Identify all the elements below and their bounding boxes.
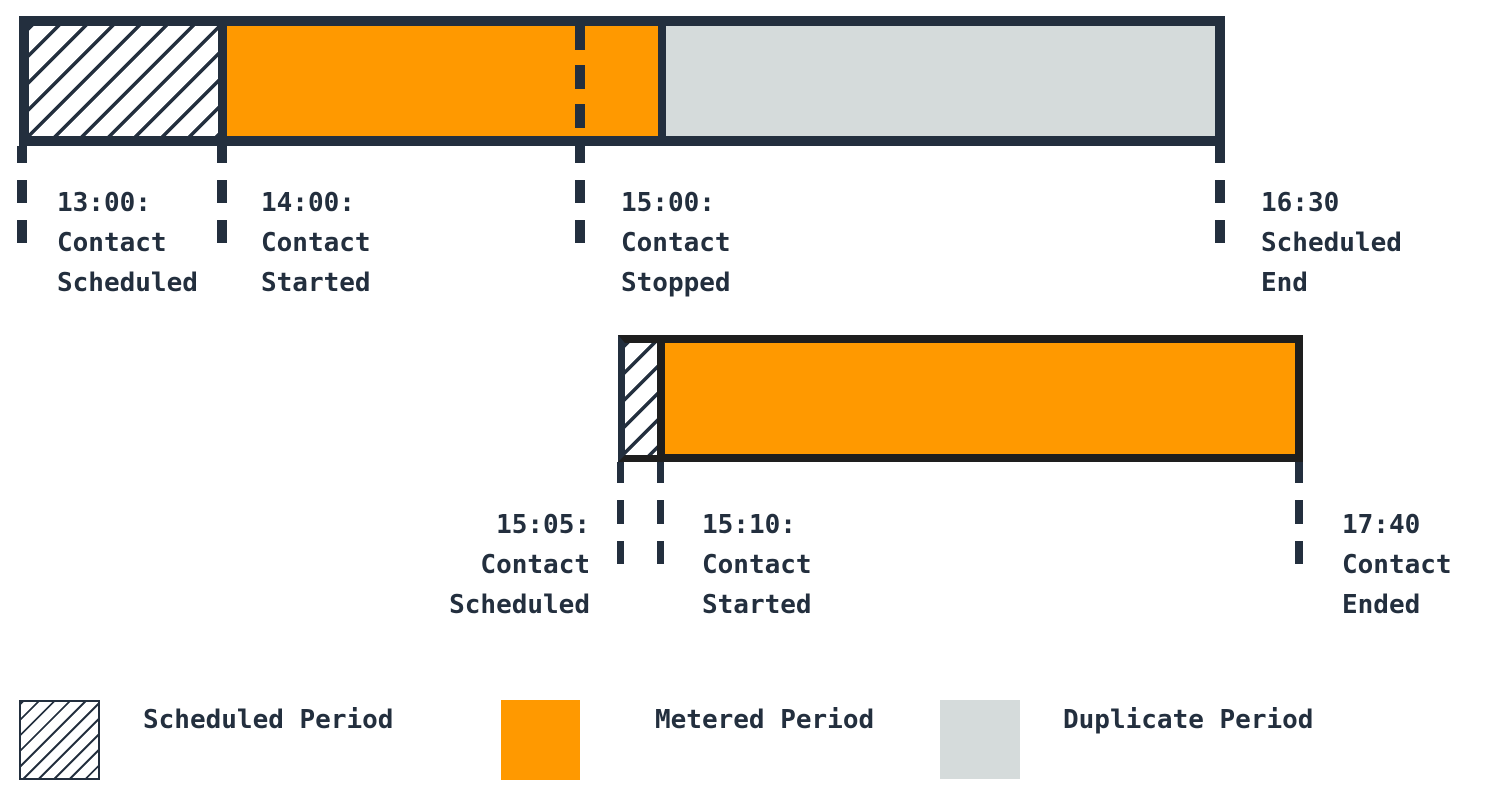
tick-14-00-dash — [217, 220, 227, 243]
legend-label-scheduled-period: Scheduled Period — [143, 705, 394, 735]
tick-15-05-dash — [617, 500, 624, 524]
tick-13-00 — [17, 146, 27, 163]
legend-label-duplicate-period: Duplicate Period — [1063, 705, 1314, 735]
tick-14-00-dash — [217, 180, 227, 203]
legend-swatch-duplicate-period — [940, 700, 1020, 779]
marker-label-13-00-contact-scheduled: 13:00: Contact Scheduled — [57, 188, 198, 298]
legend-label-metered-period: Metered Period — [655, 705, 875, 735]
marker-label-15-05-contact-scheduled: 15:05: Contact Scheduled — [449, 510, 590, 620]
bar2-metered-period-segment — [657, 335, 1303, 462]
legend-swatch-scheduled-period — [19, 700, 100, 780]
bar1-scheduled-period-segment — [29, 26, 218, 136]
tick-15-05 — [617, 462, 624, 483]
tick-16-30 — [1215, 146, 1225, 163]
marker-label-16-30-scheduled-end: 16:30 Scheduled End — [1261, 188, 1402, 298]
bar1-duplicate-period-segment — [666, 26, 1215, 136]
tick-15-00-dash — [575, 220, 585, 243]
legend-swatch-metered-period — [501, 700, 580, 780]
tick-15-10-dash — [657, 500, 664, 524]
tick-16-30-dash — [1215, 220, 1225, 243]
tick-16-30-dash — [1215, 180, 1225, 203]
tick-15-10-dash — [657, 541, 664, 564]
tick-17-40-dash — [1295, 500, 1303, 524]
marker-label-17-40-contact-ended: 17:40 Contact Ended — [1342, 510, 1452, 620]
timeline-bar-1 — [19, 16, 1225, 146]
marker-label-15-10-contact-started: 15:10: Contact Started — [702, 510, 812, 620]
marker-label-15-00-contact-stopped: 15:00: Contact Stopped — [621, 188, 731, 298]
bar1-metered-period-segment — [227, 26, 658, 136]
tick-15-10 — [657, 462, 664, 483]
marker-label-14-00-contact-started: 14:00: Contact Started — [261, 188, 371, 298]
tick-17-40-dash — [1295, 541, 1303, 564]
tick-15-00 — [575, 146, 585, 163]
tick-15-05-dash — [617, 541, 624, 564]
tick-13-00-dash — [17, 220, 27, 243]
tick-15-00-dash — [575, 180, 585, 203]
tick-13-00-dash — [17, 180, 27, 203]
bar2-scheduled-period-segment — [618, 335, 657, 462]
tick-14-00 — [217, 146, 227, 163]
bar1-contact-stopped-dashed-divider — [575, 26, 585, 136]
tick-17-40 — [1295, 462, 1303, 483]
